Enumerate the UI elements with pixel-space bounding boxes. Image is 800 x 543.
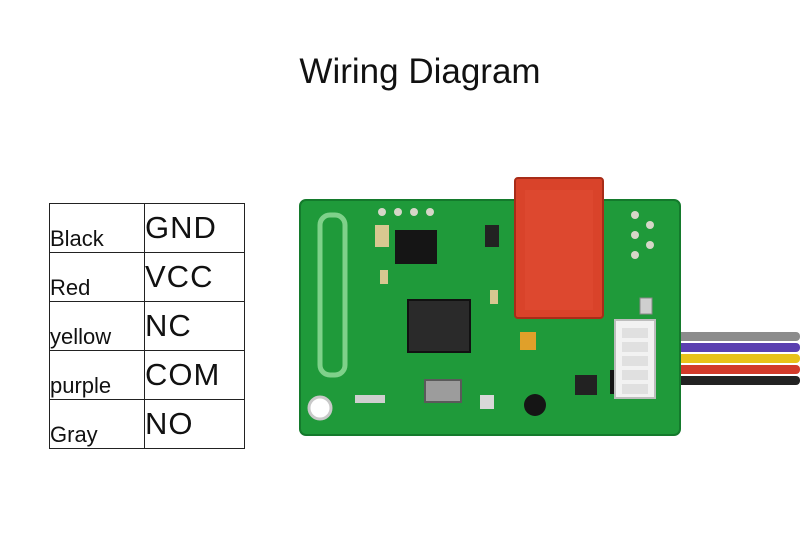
wire-bundle xyxy=(650,332,800,385)
wire-color-label: Red xyxy=(49,252,145,302)
signal-label: COM xyxy=(144,350,245,400)
antenna-trace xyxy=(317,212,348,378)
relay xyxy=(514,177,604,319)
wiring-row: Red VCC xyxy=(49,252,245,302)
wire-gray xyxy=(650,332,800,341)
wiring-table: Black GND Red VCC yellow NC purple COM G… xyxy=(49,203,245,449)
pcb-board xyxy=(299,199,681,436)
wiring-row: Black GND xyxy=(49,203,245,253)
crystal xyxy=(424,379,462,403)
wire-red xyxy=(650,365,800,374)
wire-color-label: Gray xyxy=(49,399,145,449)
wire-black xyxy=(650,376,800,385)
signal-label: GND xyxy=(144,203,245,253)
wiring-row: purple COM xyxy=(49,350,245,400)
mounting-hole xyxy=(307,395,333,421)
tact-switch xyxy=(639,297,653,315)
ic-chip-main xyxy=(407,299,471,353)
ic-chip-small xyxy=(395,230,437,264)
relay-module-image xyxy=(299,177,800,436)
wire-color-label: Black xyxy=(49,203,145,253)
diagram-title: Wiring Diagram xyxy=(299,52,541,91)
wire-purple xyxy=(650,343,800,352)
signal-label: NO xyxy=(144,399,245,449)
wiring-row: Gray NO xyxy=(49,399,245,449)
signal-label: VCC xyxy=(144,252,245,302)
wiring-row: yellow NC xyxy=(49,301,245,351)
signal-label: NC xyxy=(144,301,245,351)
wire-connector xyxy=(614,319,656,399)
wire-color-label: purple xyxy=(49,350,145,400)
wire-yellow xyxy=(650,354,800,363)
wire-color-label: yellow xyxy=(49,301,145,351)
